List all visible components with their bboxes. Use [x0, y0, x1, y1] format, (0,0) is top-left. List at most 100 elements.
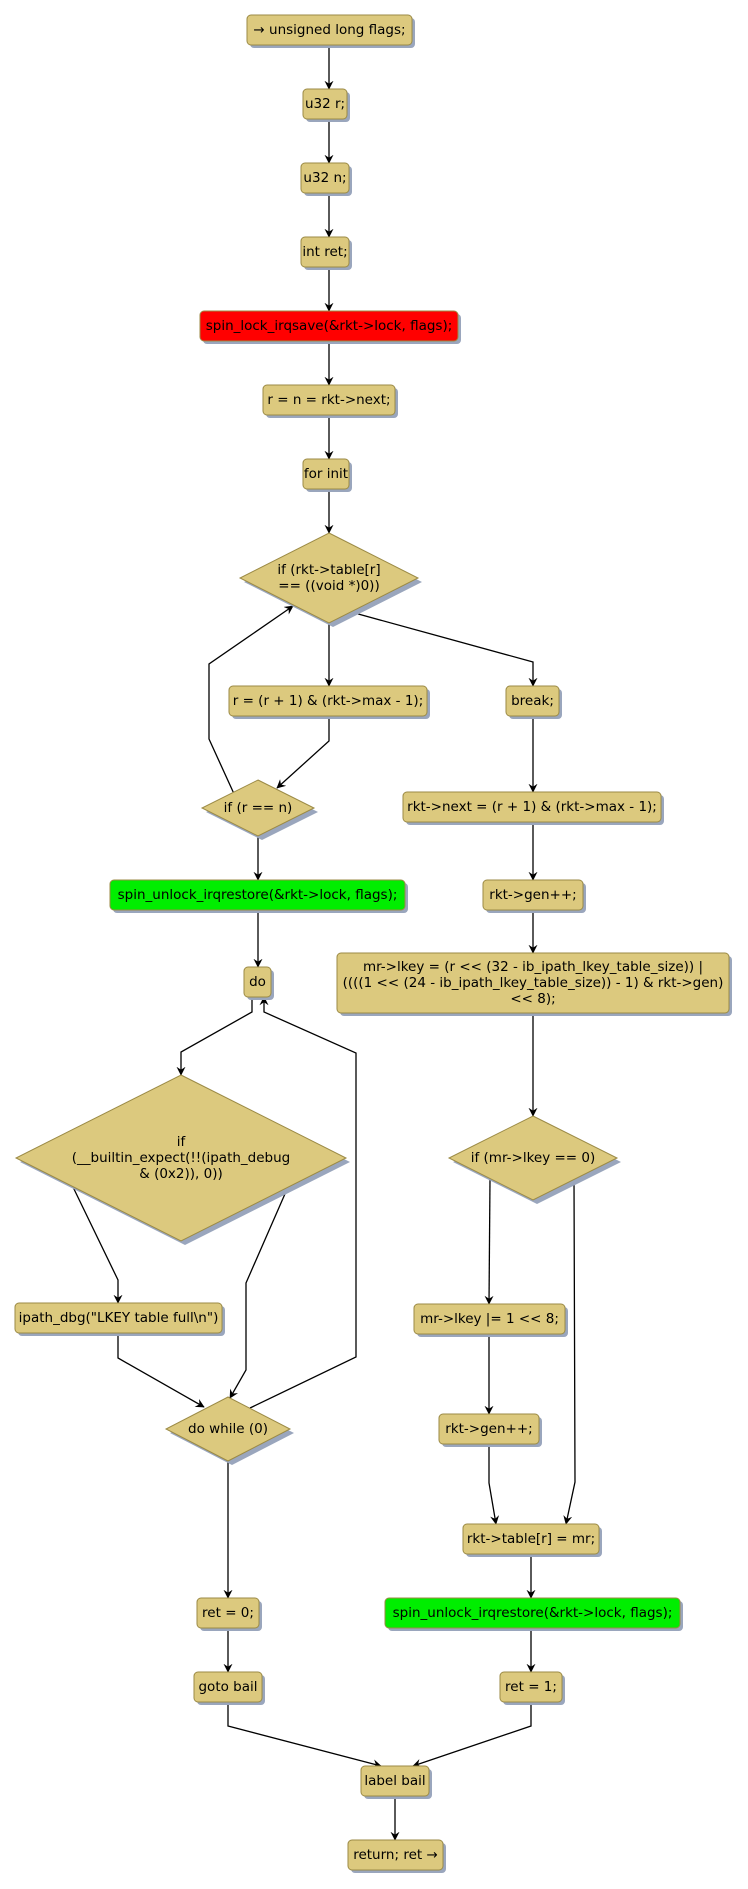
node-shape	[302, 458, 350, 490]
edge-iftable-to-break	[350, 611, 538, 687]
node-shape	[384, 1597, 681, 1629]
statement-node-ret1[interactable]: ret = 1;	[499, 1671, 565, 1705]
node-shape	[243, 966, 272, 998]
statement-node-tableset[interactable]: rkt->table[r] = mr;	[462, 1523, 602, 1557]
nodes-layer: → unsigned long flags; u32 r; u32 n; int re…	[14, 14, 732, 1873]
node-label: mr->lkey = (r << (32 - ib_ipath_lkey_tab…	[363, 959, 703, 975]
statement-node-forinit[interactable]: for init	[302, 458, 352, 492]
node-label: do	[249, 974, 266, 990]
decision-node-ifdebug[interactable]: if(__builtin_expect(!!(ipath_debug& (0x2…	[14, 1074, 350, 1245]
statement-node-return[interactable]: return; ret →	[347, 1839, 446, 1873]
node-shape	[262, 384, 396, 416]
statement-node-rnext[interactable]: r = n = rkt->next;	[262, 384, 398, 418]
node-label: & (0x2)), 0))	[139, 1166, 223, 1182]
statement-node-break[interactable]: break;	[505, 685, 562, 719]
node-shape	[14, 1302, 223, 1334]
statement-node-u32r[interactable]: u32 r;	[302, 88, 350, 122]
node-shape	[462, 1523, 600, 1555]
node-label: → unsigned long flags;	[253, 22, 405, 38]
statement-node-intret[interactable]: int ret;	[300, 236, 352, 270]
statement-node-lkeyor[interactable]: mr->lkey |= 1 << 8;	[413, 1303, 568, 1337]
statement-node-dbg[interactable]: ipath_dbg("LKEY table full\n")	[14, 1302, 225, 1336]
node-label: (__builtin_expect(!!(ipath_debug	[72, 1150, 291, 1166]
node-label: ((((1 << (24 - ib_ipath_lkey_table_size)…	[343, 975, 724, 991]
node-shape	[482, 879, 584, 911]
statement-node-ret0[interactable]: ret = 0;	[196, 1597, 262, 1631]
node-shape	[228, 685, 428, 717]
node-label: for init	[304, 466, 348, 482]
node-shape	[300, 162, 350, 194]
edge-rinc-to-ifrn	[276, 716, 330, 789]
edge-ret1-to-label	[412, 1702, 532, 1768]
node-label: rkt->table[r] = mr;	[467, 1531, 595, 1547]
node-shape	[413, 1303, 566, 1335]
statement-node-goto[interactable]: goto bail	[193, 1671, 265, 1705]
node-shape	[109, 879, 406, 911]
node-label: ipath_dbg("LKEY table full\n")	[19, 1310, 219, 1326]
node-shape	[347, 1839, 444, 1871]
edge-ifrn-to-iftable	[208, 605, 294, 797]
decision-node-iflkey[interactable]: if (mr->lkey == 0)	[447, 1115, 621, 1204]
node-shape	[360, 1765, 430, 1797]
node-shape	[336, 952, 730, 1014]
node-label: rkt->gen++;	[489, 887, 576, 903]
edge-gen2-to-tableset	[488, 1444, 500, 1525]
statement-node-unlock2[interactable]: spin_unlock_irqrestore(&rkt->lock, flags…	[384, 1597, 683, 1631]
edge-ifdebug-to-dbg	[72, 1186, 123, 1304]
statement-node-u32n[interactable]: u32 n;	[300, 162, 352, 196]
node-shape	[300, 236, 350, 268]
edge-goto-to-label	[227, 1702, 382, 1769]
node-shape	[238, 532, 420, 624]
node-label: spin_unlock_irqrestore(&rkt->lock, flags…	[118, 887, 398, 903]
edge-iflkey-to-tableset	[563, 1178, 576, 1525]
statement-node-flags[interactable]: → unsigned long flags;	[246, 14, 415, 48]
node-label: == ((void *)0))	[278, 578, 379, 594]
node-shape	[196, 1597, 260, 1629]
edge-iflkey-to-lkeyor	[484, 1178, 494, 1305]
node-label: if (mr->lkey == 0)	[471, 1150, 596, 1166]
node-shape	[14, 1074, 348, 1242]
node-label: label bail	[364, 1773, 425, 1789]
statement-node-nextset[interactable]: rkt->next = (r + 1) & (rkt->max - 1);	[402, 791, 664, 825]
node-label: spin_unlock_irqrestore(&rkt->lock, flags…	[393, 1605, 673, 1621]
node-label: if (rkt->table[r]	[277, 562, 380, 578]
node-shape	[402, 791, 662, 823]
node-label: rkt->next = (r + 1) & (rkt->max - 1);	[407, 799, 657, 815]
decision-node-iftable[interactable]: if (rkt->table[r]== ((void *)0))	[238, 532, 422, 627]
node-label: if	[177, 1134, 187, 1150]
statement-node-gen2[interactable]: rkt->gen++;	[438, 1413, 542, 1447]
node-label: << 8);	[510, 991, 555, 1007]
statement-node-label[interactable]: label bail	[360, 1765, 432, 1799]
node-shape	[302, 88, 348, 120]
node-shape	[193, 1671, 263, 1703]
node-label: spin_lock_irqsave(&rkt->lock, flags);	[206, 318, 453, 334]
statement-node-lock[interactable]: spin_lock_irqsave(&rkt->lock, flags);	[199, 310, 461, 344]
node-label: mr->lkey |= 1 << 8;	[420, 1311, 559, 1327]
edge-ifdebug-to-dowhile	[229, 1186, 289, 1399]
statement-node-rinc[interactable]: r = (r + 1) & (rkt->max - 1);	[228, 685, 430, 719]
node-label: return; ret →	[353, 1847, 438, 1863]
node-shape	[499, 1671, 563, 1703]
statement-node-unlock1[interactable]: spin_unlock_irqrestore(&rkt->lock, flags…	[109, 879, 408, 913]
node-label: u32 r;	[305, 96, 345, 112]
decision-node-ifrn[interactable]: if (r == n)	[200, 779, 318, 840]
statement-node-do[interactable]: do	[243, 966, 274, 1000]
decision-node-dowhile[interactable]: do while (0)	[164, 1396, 294, 1465]
node-shape	[505, 685, 560, 717]
node-label: r = (r + 1) & (rkt->max - 1);	[233, 693, 424, 709]
node-shape	[447, 1115, 619, 1201]
node-label: r = n = rkt->next;	[267, 392, 390, 408]
statement-node-gen1[interactable]: rkt->gen++;	[482, 879, 586, 913]
statement-node-lkey[interactable]: mr->lkey = (r << (32 - ib_ipath_lkey_tab…	[336, 952, 732, 1016]
node-label: u32 n;	[303, 170, 346, 186]
node-label: goto bail	[198, 1679, 257, 1695]
edge-dowhile-to-do	[249, 996, 357, 1409]
node-label: do while (0)	[188, 1421, 268, 1437]
node-label: ret = 1;	[505, 1679, 557, 1695]
node-label: if (r == n)	[224, 800, 293, 816]
node-shape	[438, 1413, 540, 1445]
node-shape	[164, 1396, 292, 1462]
node-label: break;	[511, 693, 554, 709]
node-label: int ret;	[302, 244, 347, 260]
